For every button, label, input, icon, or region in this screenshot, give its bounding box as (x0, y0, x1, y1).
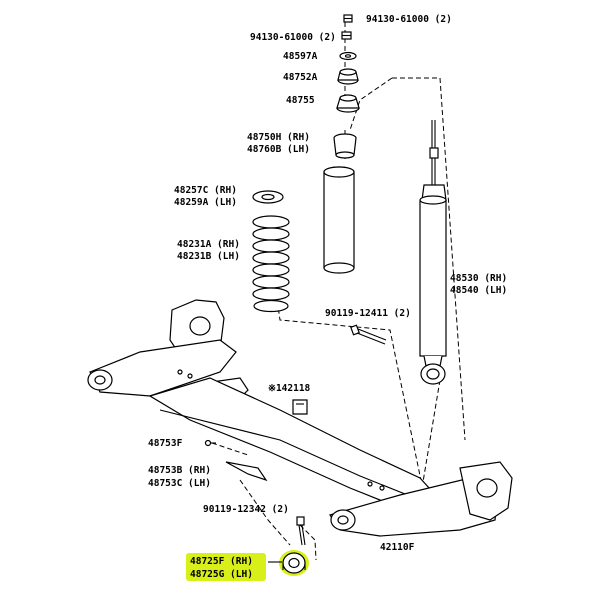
coil-spring-part (252, 215, 290, 313)
dust-boot-part (323, 166, 355, 274)
bushing-label-highlight (186, 553, 266, 581)
shock-bolt-part (350, 324, 387, 345)
label-shock-rh: 48530 (RH) (450, 273, 507, 284)
insulator-part (336, 94, 360, 113)
upper-support-part (337, 68, 359, 85)
clip-part (292, 399, 308, 415)
label-spring-lh: 48231B (LH) (177, 251, 240, 262)
beam-bolt-part (296, 516, 306, 546)
label-bracket-lh: 48753C (LH) (148, 478, 211, 489)
spring-seat-part (252, 190, 284, 204)
label-nut-top: 94130-61000 (2) (366, 14, 452, 25)
label-bolt-shock: 90119-12411 (2) (325, 308, 411, 319)
axle-beam-part (87, 299, 513, 537)
washer-part (339, 51, 357, 61)
label-bumper-rh: 48750H (RH) (247, 132, 310, 143)
label-spring-rh: 48231A (RH) (177, 239, 240, 250)
label-bracket-f: 48753F (148, 438, 183, 449)
label-bumper-lh: 48760B (LH) (247, 144, 310, 155)
label-upper-support: 48752A (283, 72, 318, 83)
label-shock-lh: 48540 (LH) (450, 285, 507, 296)
second-nut-part (341, 31, 352, 40)
label-nut-second: 94130-61000 (2) (250, 32, 336, 43)
label-bracket-rh: 48753B (RH) (148, 465, 211, 476)
label-insulator: 48755 (286, 95, 315, 106)
shock-absorber-part (419, 120, 447, 385)
bushing-part (268, 552, 306, 574)
label-bolt-beam: 90119-12342 (2) (203, 504, 289, 515)
label-spring-seat-rh: 48257C (RH) (174, 185, 237, 196)
top-nut-part (343, 14, 353, 23)
label-washer: 48597A (283, 51, 318, 62)
label-bushing-lh: 48725G (LH) (190, 569, 253, 580)
label-spring-seat-lh: 48259A (LH) (174, 197, 237, 208)
bracket-bc-part (225, 461, 268, 482)
bracket-f-part (204, 439, 216, 447)
label-beam: 42110F (380, 542, 415, 553)
label-bushing-rh: 48725F (RH) (190, 556, 253, 567)
label-clip-ref: ※142118 (268, 383, 311, 394)
bump-stopper-part (333, 133, 357, 159)
